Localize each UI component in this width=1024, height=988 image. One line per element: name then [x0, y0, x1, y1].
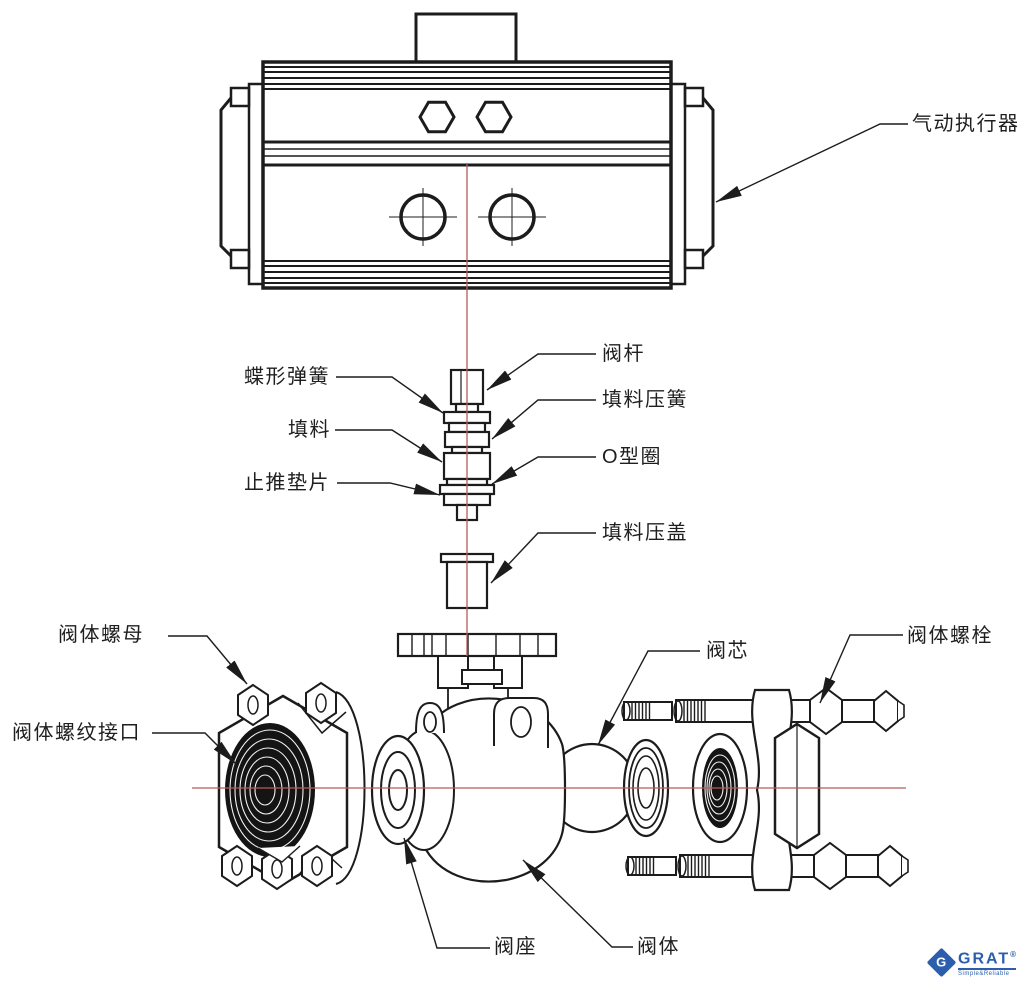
leader-body-bolt	[819, 634, 903, 704]
logo-text: GRAT® Simple&Reliable	[958, 947, 1017, 978]
stud-threads	[631, 702, 651, 720]
threaded-port-bore	[225, 723, 315, 857]
endcap-tab	[683, 86, 705, 108]
stud-end	[625, 856, 635, 876]
valve-seat-boss	[370, 734, 426, 846]
hex-plug-right	[475, 100, 513, 134]
stud-top-left	[623, 701, 673, 721]
leader-thrust-washer	[337, 482, 441, 496]
leader-actuator	[715, 123, 908, 203]
leader-valve-seat	[403, 837, 490, 949]
actuator-endcap-right	[669, 82, 687, 286]
leader-valve-body	[522, 859, 633, 948]
label-body-nut: 阀体螺母	[58, 624, 144, 646]
label-threaded-port: 阀体螺纹接口	[12, 722, 141, 744]
flange-step-center	[461, 669, 503, 685]
label-packing-spring: 填料压簧	[602, 389, 688, 411]
hex-plug-left	[418, 100, 456, 134]
label-valve-stem: 阀杆	[602, 343, 645, 365]
label-butterfly-spring: 蝶形弹簧	[244, 366, 330, 388]
label-packing: 填料	[288, 419, 331, 441]
label-thrust-washer: 止推垫片	[244, 472, 330, 494]
endcap-bracket-right	[701, 97, 715, 258]
bolt-threads	[683, 700, 706, 722]
actuator-mid-ribs-light	[263, 148, 671, 157]
actuator-drawing	[219, 12, 715, 290]
port-crosshairs	[389, 188, 546, 246]
endcap-bracket-left	[219, 97, 233, 258]
leader-packing-spring	[491, 399, 596, 440]
label-valve-seat: 阀座	[494, 936, 537, 958]
mounting-flange-plate	[396, 632, 558, 658]
actuator-mid-ribs-heavy	[263, 140, 671, 167]
leader-butterfly-spring	[336, 376, 444, 414]
label-body-bolt: 阀体螺栓	[907, 625, 993, 647]
stud-nuts	[221, 681, 337, 891]
label-valve-core: 阀芯	[706, 640, 749, 662]
logo-diamond-icon: G	[926, 947, 957, 978]
bolt-nuts-heads	[809, 686, 909, 891]
label-valve-body: 阀体	[637, 936, 680, 958]
label-actuator: 气动执行器	[912, 113, 1020, 135]
registered-mark: ®	[1010, 950, 1017, 959]
endcap-tab	[229, 86, 251, 108]
leader-packing-gland	[490, 532, 596, 584]
label-packing-gland: 填料压盖	[602, 522, 688, 544]
stud-threads	[635, 857, 655, 875]
logo-tagline: Simple&Reliable	[958, 971, 1010, 978]
back-plate-band	[335, 691, 366, 885]
stud-end	[673, 700, 683, 722]
bolt-threads	[687, 855, 710, 877]
actuator-top-boss	[414, 12, 518, 64]
body-nut-group	[217, 681, 366, 891]
brand-logo: G GRAT® Simple&Reliable	[926, 947, 1017, 978]
seat-ring-bore	[388, 769, 408, 811]
flange-plate-divisions	[411, 634, 539, 656]
actuator-top-ribs	[263, 66, 671, 90]
endcap-tab	[683, 248, 705, 270]
leader-valve-stem	[486, 353, 596, 391]
label-o-ring: O型圈	[602, 446, 663, 468]
stud-end	[621, 701, 631, 721]
stud-end	[677, 855, 687, 877]
leader-o-ring	[491, 456, 596, 485]
body-ear-left-hole	[423, 711, 437, 733]
centerlines	[192, 163, 906, 789]
actuator-endcap-left	[247, 82, 265, 286]
leader-valve-core	[597, 650, 700, 746]
leader-packing	[335, 429, 443, 463]
stud-bottom-left	[627, 856, 677, 876]
logo-name: GRAT®	[958, 947, 1017, 971]
valve-assembly-drawing	[217, 632, 909, 892]
body-ear-right-hole	[510, 706, 532, 738]
leader-lines	[152, 123, 908, 949]
leader-body-nut	[168, 635, 248, 685]
logo-monogram: G	[936, 954, 947, 970]
endcap-tab	[229, 248, 251, 270]
leader-threaded-port	[152, 732, 237, 765]
